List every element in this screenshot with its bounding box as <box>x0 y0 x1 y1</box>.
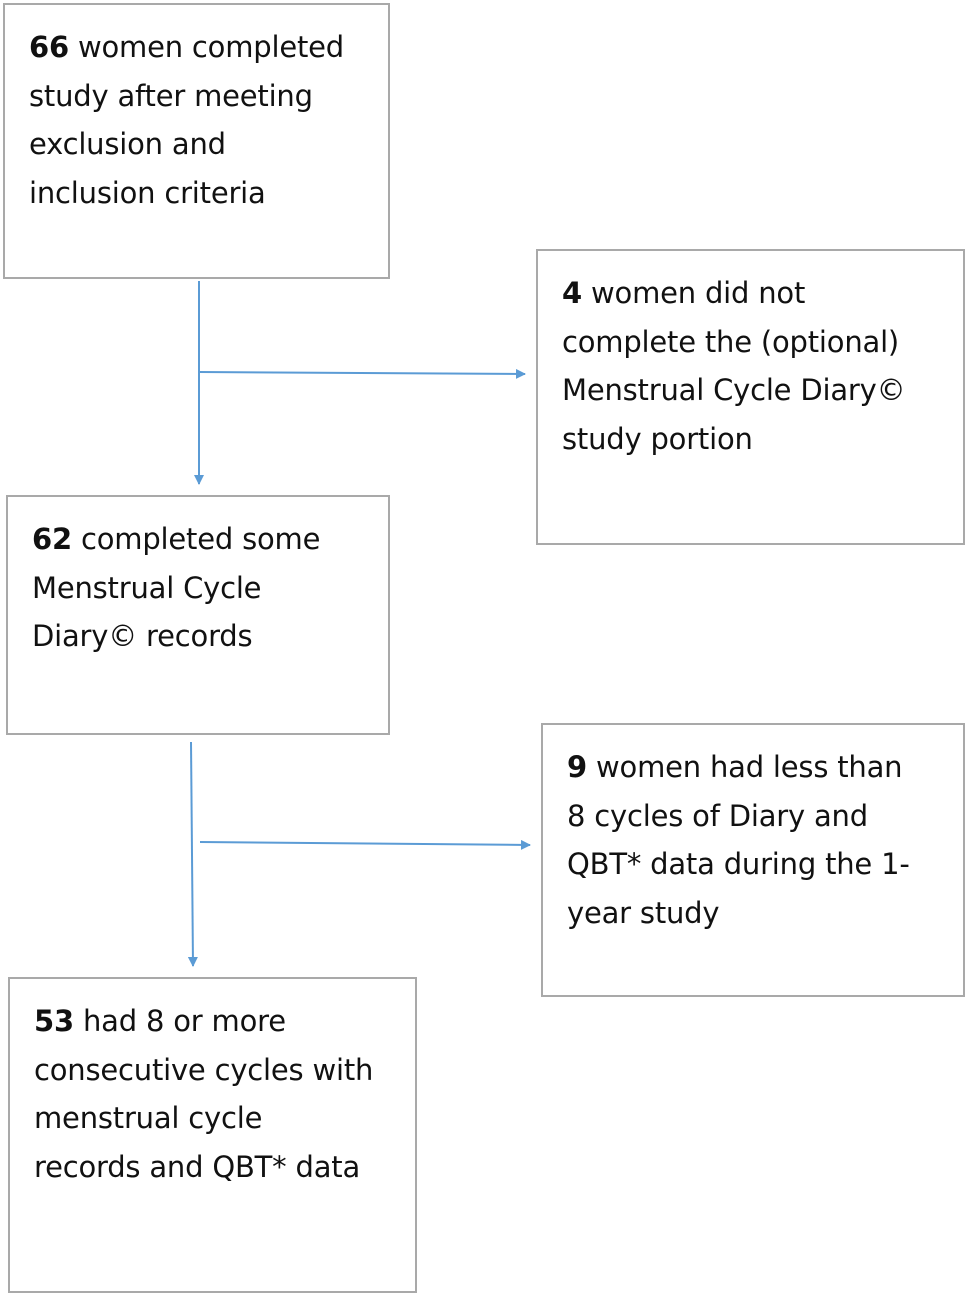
node-few-cycles-line-4: year study <box>567 895 720 930</box>
node-some-diary-text: 62 completed some Menstrual Cycle Diary©… <box>32 515 368 661</box>
node-completed-study-line-1: 66 women completed <box>29 23 368 72</box>
node-no-diary-text: 4 women did not complete the (optional) … <box>562 269 943 463</box>
node-few-cycles-line-1-text: women had less than <box>586 750 903 784</box>
node-completed-study-line-2: study after meeting <box>29 78 313 113</box>
node-no-diary-line-1-text: women did not <box>581 276 806 310</box>
node-eight-plus-cycles-count: 53 <box>34 1004 74 1038</box>
node-some-diary-line-3: Diary© records <box>32 619 253 653</box>
node-no-diary-line-2: complete the (optional) <box>562 324 900 359</box>
node-few-cycles-line-3: QBT* data during the 1- <box>567 847 910 881</box>
node-eight-plus-cycles-line-1: 53 had 8 or more <box>34 997 395 1046</box>
node-few-cycles-line-2: 8 cycles of Diary and <box>567 798 868 833</box>
node-some-diary-count: 62 <box>32 522 72 556</box>
node-some-diary-line-2: Menstrual Cycle <box>32 570 262 605</box>
node-completed-study-line-3: exclusion and <box>29 127 226 161</box>
node-completed-study-count: 66 <box>29 30 69 64</box>
node-some-diary-line-1-text: completed some <box>71 522 321 556</box>
arrow-some-diary-to-eight-plus <box>187 741 198 967</box>
node-eight-plus-cycles-line-4: records and QBT* data <box>34 1149 361 1184</box>
node-eight-plus-cycles-line-3: menstrual cycle <box>34 1101 263 1135</box>
node-no-diary-line-4: study portion <box>562 421 753 456</box>
node-few-cycles: 9 women had less than 8 cycles of Diary … <box>541 723 965 997</box>
node-few-cycles-count: 9 <box>567 750 587 784</box>
node-no-diary: 4 women did not complete the (optional) … <box>536 249 965 545</box>
node-some-diary: 62 completed some Menstrual Cycle Diary©… <box>6 495 390 735</box>
node-eight-plus-cycles-text: 53 had 8 or more consecutive cycles with… <box>34 997 395 1191</box>
node-few-cycles-text: 9 women had less than 8 cycles of Diary … <box>567 743 943 937</box>
node-no-diary-count: 4 <box>562 276 582 310</box>
node-completed-study-line-4: inclusion criteria <box>29 175 266 210</box>
node-completed-study-text: 66 women completed study after meeting e… <box>29 23 368 217</box>
arrow-some-diary-to-few-cycles <box>199 839 531 850</box>
arrow-completed-to-no-diary <box>198 368 526 379</box>
node-eight-plus-cycles-line-1-text: had 8 or more <box>73 1004 286 1038</box>
node-eight-plus-cycles-line-2: consecutive cycles with <box>34 1052 374 1087</box>
node-eight-plus-cycles: 53 had 8 or more consecutive cycles with… <box>8 977 417 1293</box>
node-few-cycles-line-1: 9 women had less than <box>567 743 943 792</box>
node-no-diary-line-3: Menstrual Cycle Diary© <box>562 373 906 407</box>
node-no-diary-line-1: 4 women did not <box>562 269 943 318</box>
node-completed-study: 66 women completed study after meeting e… <box>3 3 390 279</box>
node-completed-study-line-1-text: women completed <box>68 30 345 64</box>
node-some-diary-line-1: 62 completed some <box>32 515 368 564</box>
